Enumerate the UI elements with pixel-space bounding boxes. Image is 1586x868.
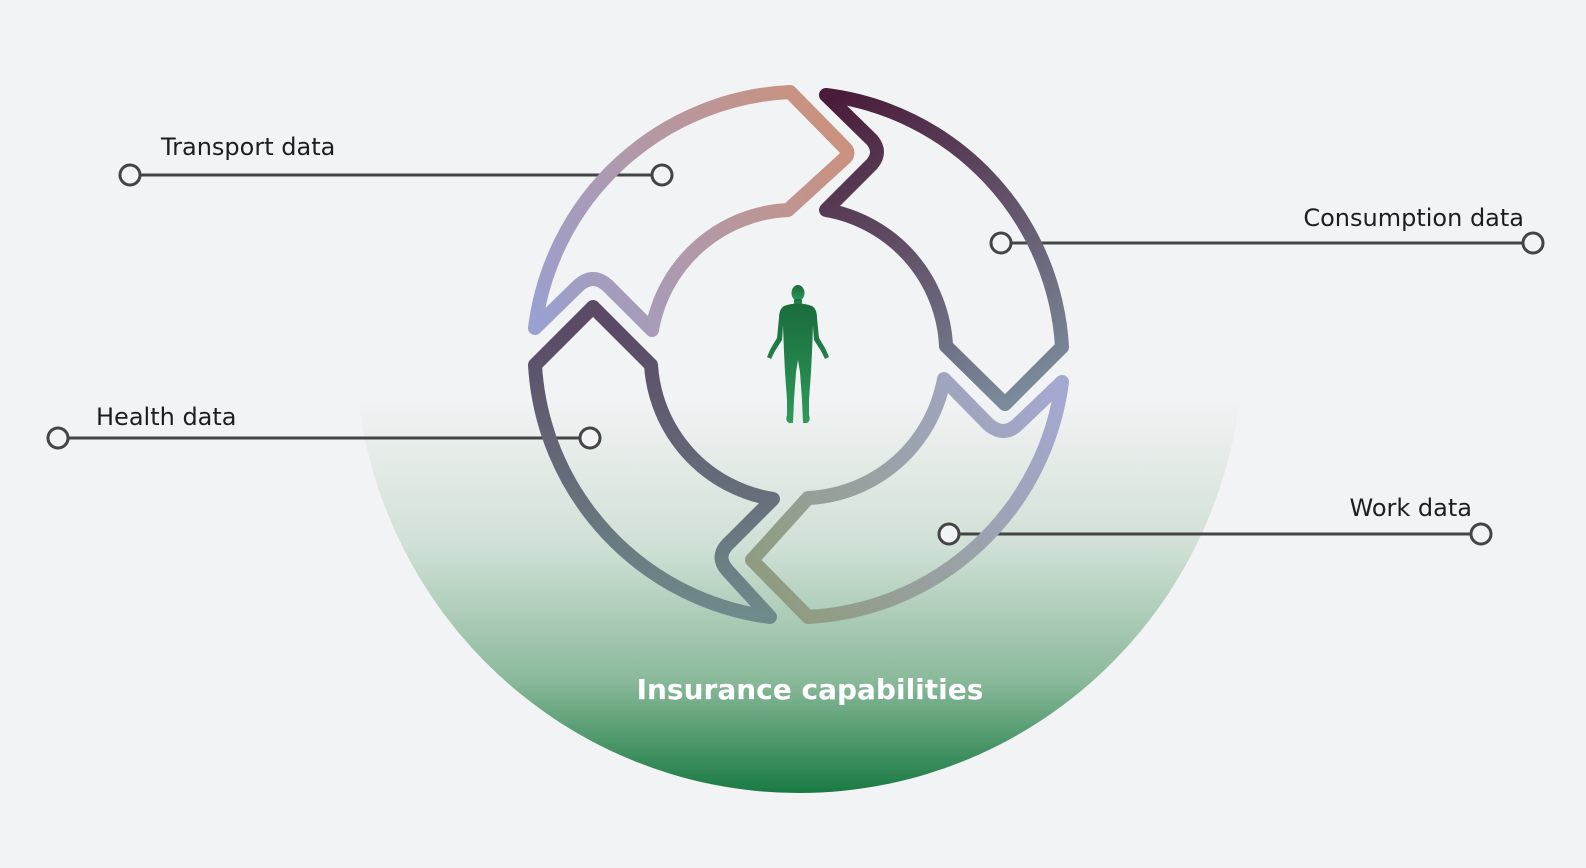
connector-transport — [118, 163, 674, 187]
label-transport-data: Transport data — [161, 133, 336, 161]
arrow-work — [745, 372, 1069, 624]
arrow-transport — [528, 85, 855, 337]
diagram-title: Insurance capabilities — [636, 673, 984, 706]
connector-consumption — [989, 231, 1545, 255]
label-work-data: Work data — [1349, 494, 1472, 522]
arrow-consumption — [819, 88, 1069, 411]
arrow-health — [528, 300, 780, 624]
human-figure-icon — [767, 285, 829, 423]
connector-work — [937, 522, 1493, 546]
background-semicircle — [355, 345, 1243, 793]
label-health-data: Health data — [96, 403, 237, 431]
label-consumption-data: Consumption data — [1303, 204, 1524, 232]
connector-health — [46, 426, 602, 450]
